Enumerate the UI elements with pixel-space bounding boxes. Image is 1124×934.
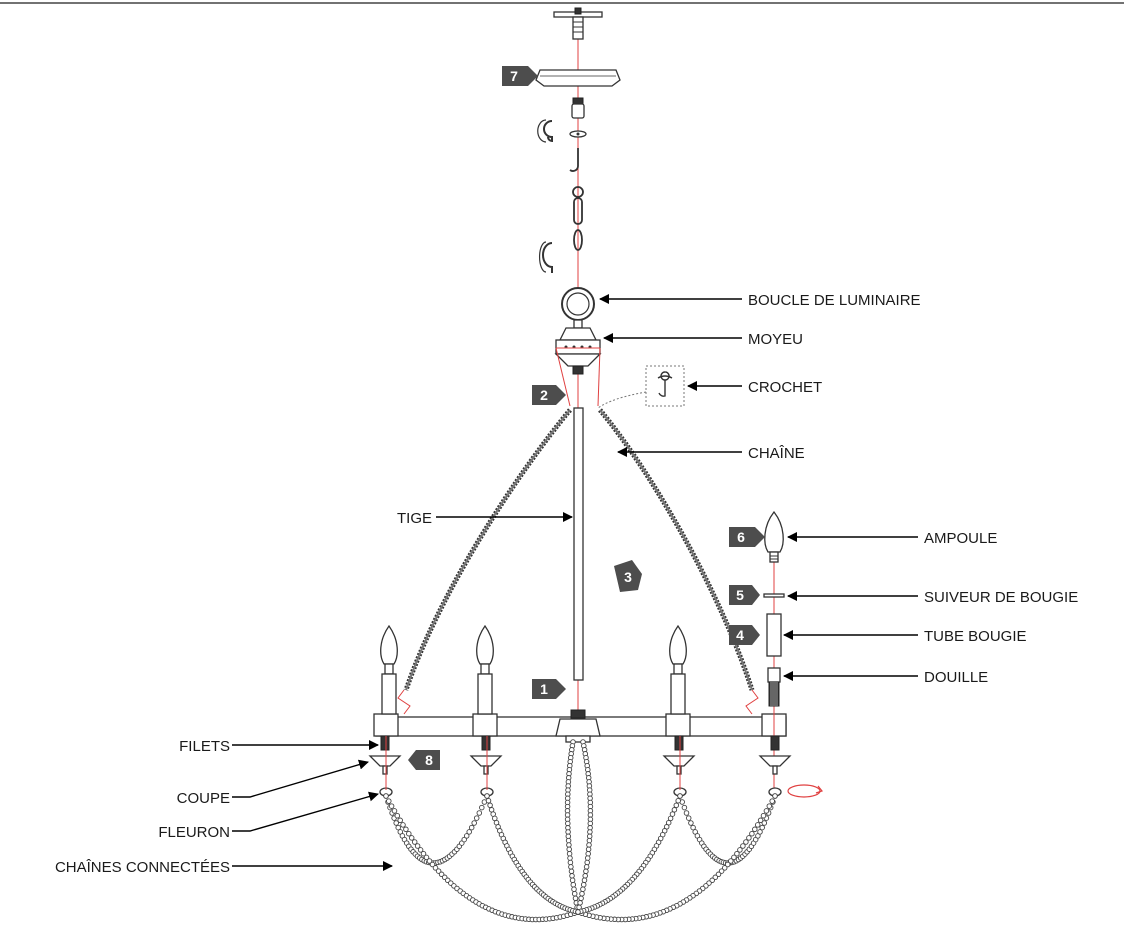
step-badge-8: 8 — [408, 750, 440, 770]
rotate-arrow-icon — [787, 784, 824, 798]
threads-set — [380, 735, 780, 751]
canopy — [535, 69, 621, 87]
arm-bar — [373, 709, 787, 743]
rod — [573, 407, 584, 681]
fixture-loop — [561, 287, 595, 329]
step-badge-6: 6 — [729, 527, 765, 547]
arm-guide-lines — [385, 736, 681, 790]
leader-lines — [232, 294, 918, 871]
step-badge-1: 1 — [532, 679, 566, 699]
chain-left-hook-mark — [397, 689, 411, 715]
label-bulb: AMPOULE — [924, 530, 997, 547]
step-badge-3: 3 — [614, 560, 642, 592]
candle-arm-2 — [476, 624, 494, 715]
chain-links-upper — [569, 148, 584, 251]
chain-right-hook-mark — [745, 689, 759, 715]
svg-text:2: 2 — [540, 387, 548, 403]
label-hub: MOYEU — [748, 331, 803, 348]
hook-detail-box — [597, 365, 685, 409]
s-hook-icon — [537, 119, 553, 143]
svg-text:8: 8 — [425, 752, 433, 768]
svg-text:7: 7 — [510, 68, 518, 84]
canopy-hardware — [569, 97, 587, 138]
exploded-socket — [767, 667, 781, 707]
hub-guide-right — [597, 347, 601, 407]
label-chain: CHAÎNE — [748, 445, 805, 462]
label-connected-chains: CHAÎNES CONNECTÉES — [55, 859, 230, 876]
label-candle-follower: SUIVEUR DE BOUGIE — [924, 589, 1078, 606]
candle-arm-3 — [669, 624, 687, 715]
s-hook-lower-icon — [539, 241, 553, 273]
step-badge-5: 5 — [729, 585, 760, 605]
cups-set — [368, 755, 792, 775]
label-candle-tube: TUBE BOUGIE — [924, 628, 1027, 645]
exploded-candle-follower — [763, 593, 785, 598]
mounting-bracket — [553, 7, 603, 40]
step-badge-4: 4 — [729, 625, 760, 645]
chain-left-core — [405, 409, 571, 691]
label-fixture-loop: BOUCLE DE LUMINAIRE — [748, 292, 921, 309]
svg-text:3: 3 — [624, 569, 632, 585]
step-badge-7: 7 — [502, 66, 538, 86]
label-rod: TIGE — [397, 510, 432, 527]
exploded-candle-tube — [766, 613, 782, 657]
label-threads: FILETS — [179, 738, 230, 755]
svg-text:5: 5 — [736, 587, 744, 603]
hub-guide-left — [555, 347, 571, 407]
exploded-bulb — [764, 510, 784, 563]
label-cup: COUPE — [177, 790, 230, 807]
connected-chains — [383, 739, 778, 923]
label-hook: CROCHET — [748, 379, 822, 396]
hub — [554, 327, 602, 375]
step-badge-2: 2 — [532, 385, 566, 405]
svg-text:1: 1 — [540, 681, 548, 697]
candle-arm-1 — [380, 624, 398, 715]
chain-right-core — [599, 409, 753, 691]
label-finial: FLEURON — [158, 824, 230, 841]
svg-text:4: 4 — [736, 627, 744, 643]
finials-set — [379, 787, 782, 797]
svg-text:6: 6 — [737, 529, 745, 545]
label-socket: DOUILLE — [924, 669, 988, 686]
